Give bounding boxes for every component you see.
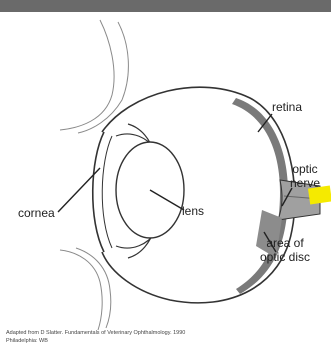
upper-eyelid-outline [60, 20, 114, 130]
label-optic-disc: area of optic disc [260, 236, 310, 264]
label-cornea: cornea [18, 206, 55, 220]
credit-line-2: Philadelphia: WB [6, 337, 185, 345]
lower-eyelid-outline [60, 250, 102, 330]
upper-eyelid-inner [78, 22, 128, 133]
label-lens: lens [182, 204, 204, 218]
cornea-inner [102, 136, 112, 248]
label-retina: retina [272, 100, 302, 114]
credit: Adapted from D Slatter. Fundamentals of … [6, 329, 185, 345]
retina-band [232, 98, 288, 294]
label-optic-nerve: optic nerve [290, 162, 320, 190]
credit-line-1: Adapted from D Slatter. Fundamentals of … [6, 329, 185, 337]
